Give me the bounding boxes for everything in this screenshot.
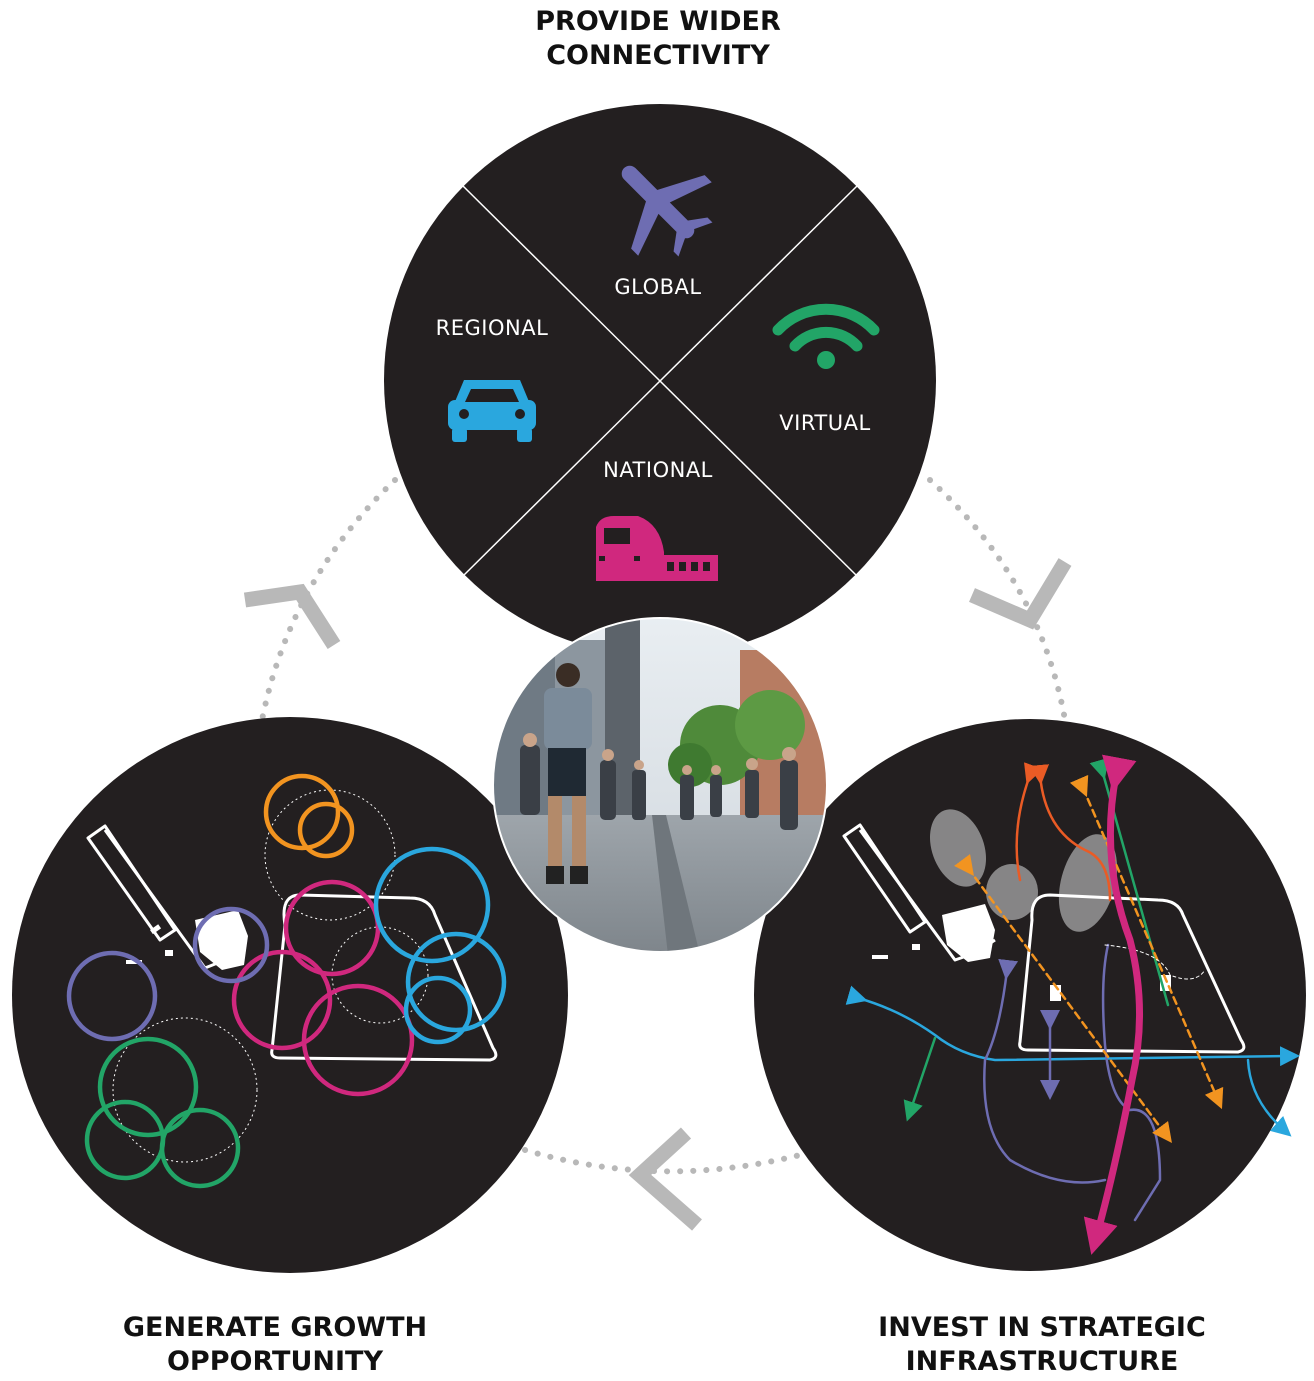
pedestrian-figures bbox=[520, 663, 798, 884]
connectivity-circle: GLOBAL REGIONAL VIRTUAL NATIONAL bbox=[384, 104, 936, 656]
route-magenta-spine bbox=[1083, 754, 1143, 1255]
growth-ring bbox=[405, 931, 507, 1033]
title-top: PROVIDE WIDER CONNECTIVITY bbox=[535, 6, 781, 71]
chevron-icon bbox=[243, 583, 341, 650]
title-left: GENERATE GROWTH OPPORTUNITY bbox=[123, 1312, 427, 1377]
building-cluster bbox=[126, 910, 248, 970]
growth-circle bbox=[12, 717, 568, 1273]
growth-ring bbox=[297, 801, 355, 859]
title-right-line2: INFRASTRUCTURE bbox=[906, 1346, 1179, 1377]
infrastructure-circle bbox=[754, 719, 1306, 1271]
development-zone bbox=[986, 864, 1038, 920]
growth-ring bbox=[192, 906, 270, 984]
growth-ring bbox=[231, 949, 333, 1051]
title-top-line2: CONNECTIVITY bbox=[546, 40, 770, 71]
growth-ring bbox=[263, 773, 341, 851]
growth-ring bbox=[373, 846, 491, 964]
wifi-icon bbox=[772, 303, 880, 369]
title-left-line1: GENERATE GROWTH bbox=[123, 1312, 427, 1343]
train-icon bbox=[596, 516, 718, 581]
title-right: INVEST IN STRATEGIC INFRASTRUCTURE bbox=[878, 1312, 1206, 1377]
label-national: NATIONAL bbox=[603, 458, 713, 482]
title-right-line1: INVEST IN STRATEGIC bbox=[878, 1312, 1206, 1343]
growth-ring bbox=[283, 879, 381, 977]
route-blue bbox=[1246, 1058, 1292, 1137]
growth-ring bbox=[66, 950, 158, 1042]
label-regional: REGIONAL bbox=[436, 316, 549, 340]
route-orange-dashed bbox=[1069, 774, 1224, 1110]
chevron-icon bbox=[628, 1127, 702, 1231]
chevron-arrows bbox=[243, 558, 1072, 1231]
growth-ring bbox=[97, 1036, 199, 1138]
growth-ring bbox=[301, 983, 415, 1097]
growth-ring bbox=[403, 975, 473, 1045]
airplane-icon bbox=[621, 165, 713, 257]
label-global: GLOBAL bbox=[614, 275, 701, 299]
cycle-connector bbox=[259, 477, 1068, 1175]
label-virtual: VIRTUAL bbox=[779, 411, 870, 435]
chevron-icon bbox=[969, 558, 1072, 630]
growth-ring bbox=[159, 1107, 241, 1189]
title-left-line2: OPPORTUNITY bbox=[167, 1346, 383, 1377]
title-top-line1: PROVIDE WIDER bbox=[535, 6, 781, 37]
car-icon bbox=[448, 380, 536, 442]
route-green bbox=[903, 1036, 937, 1122]
